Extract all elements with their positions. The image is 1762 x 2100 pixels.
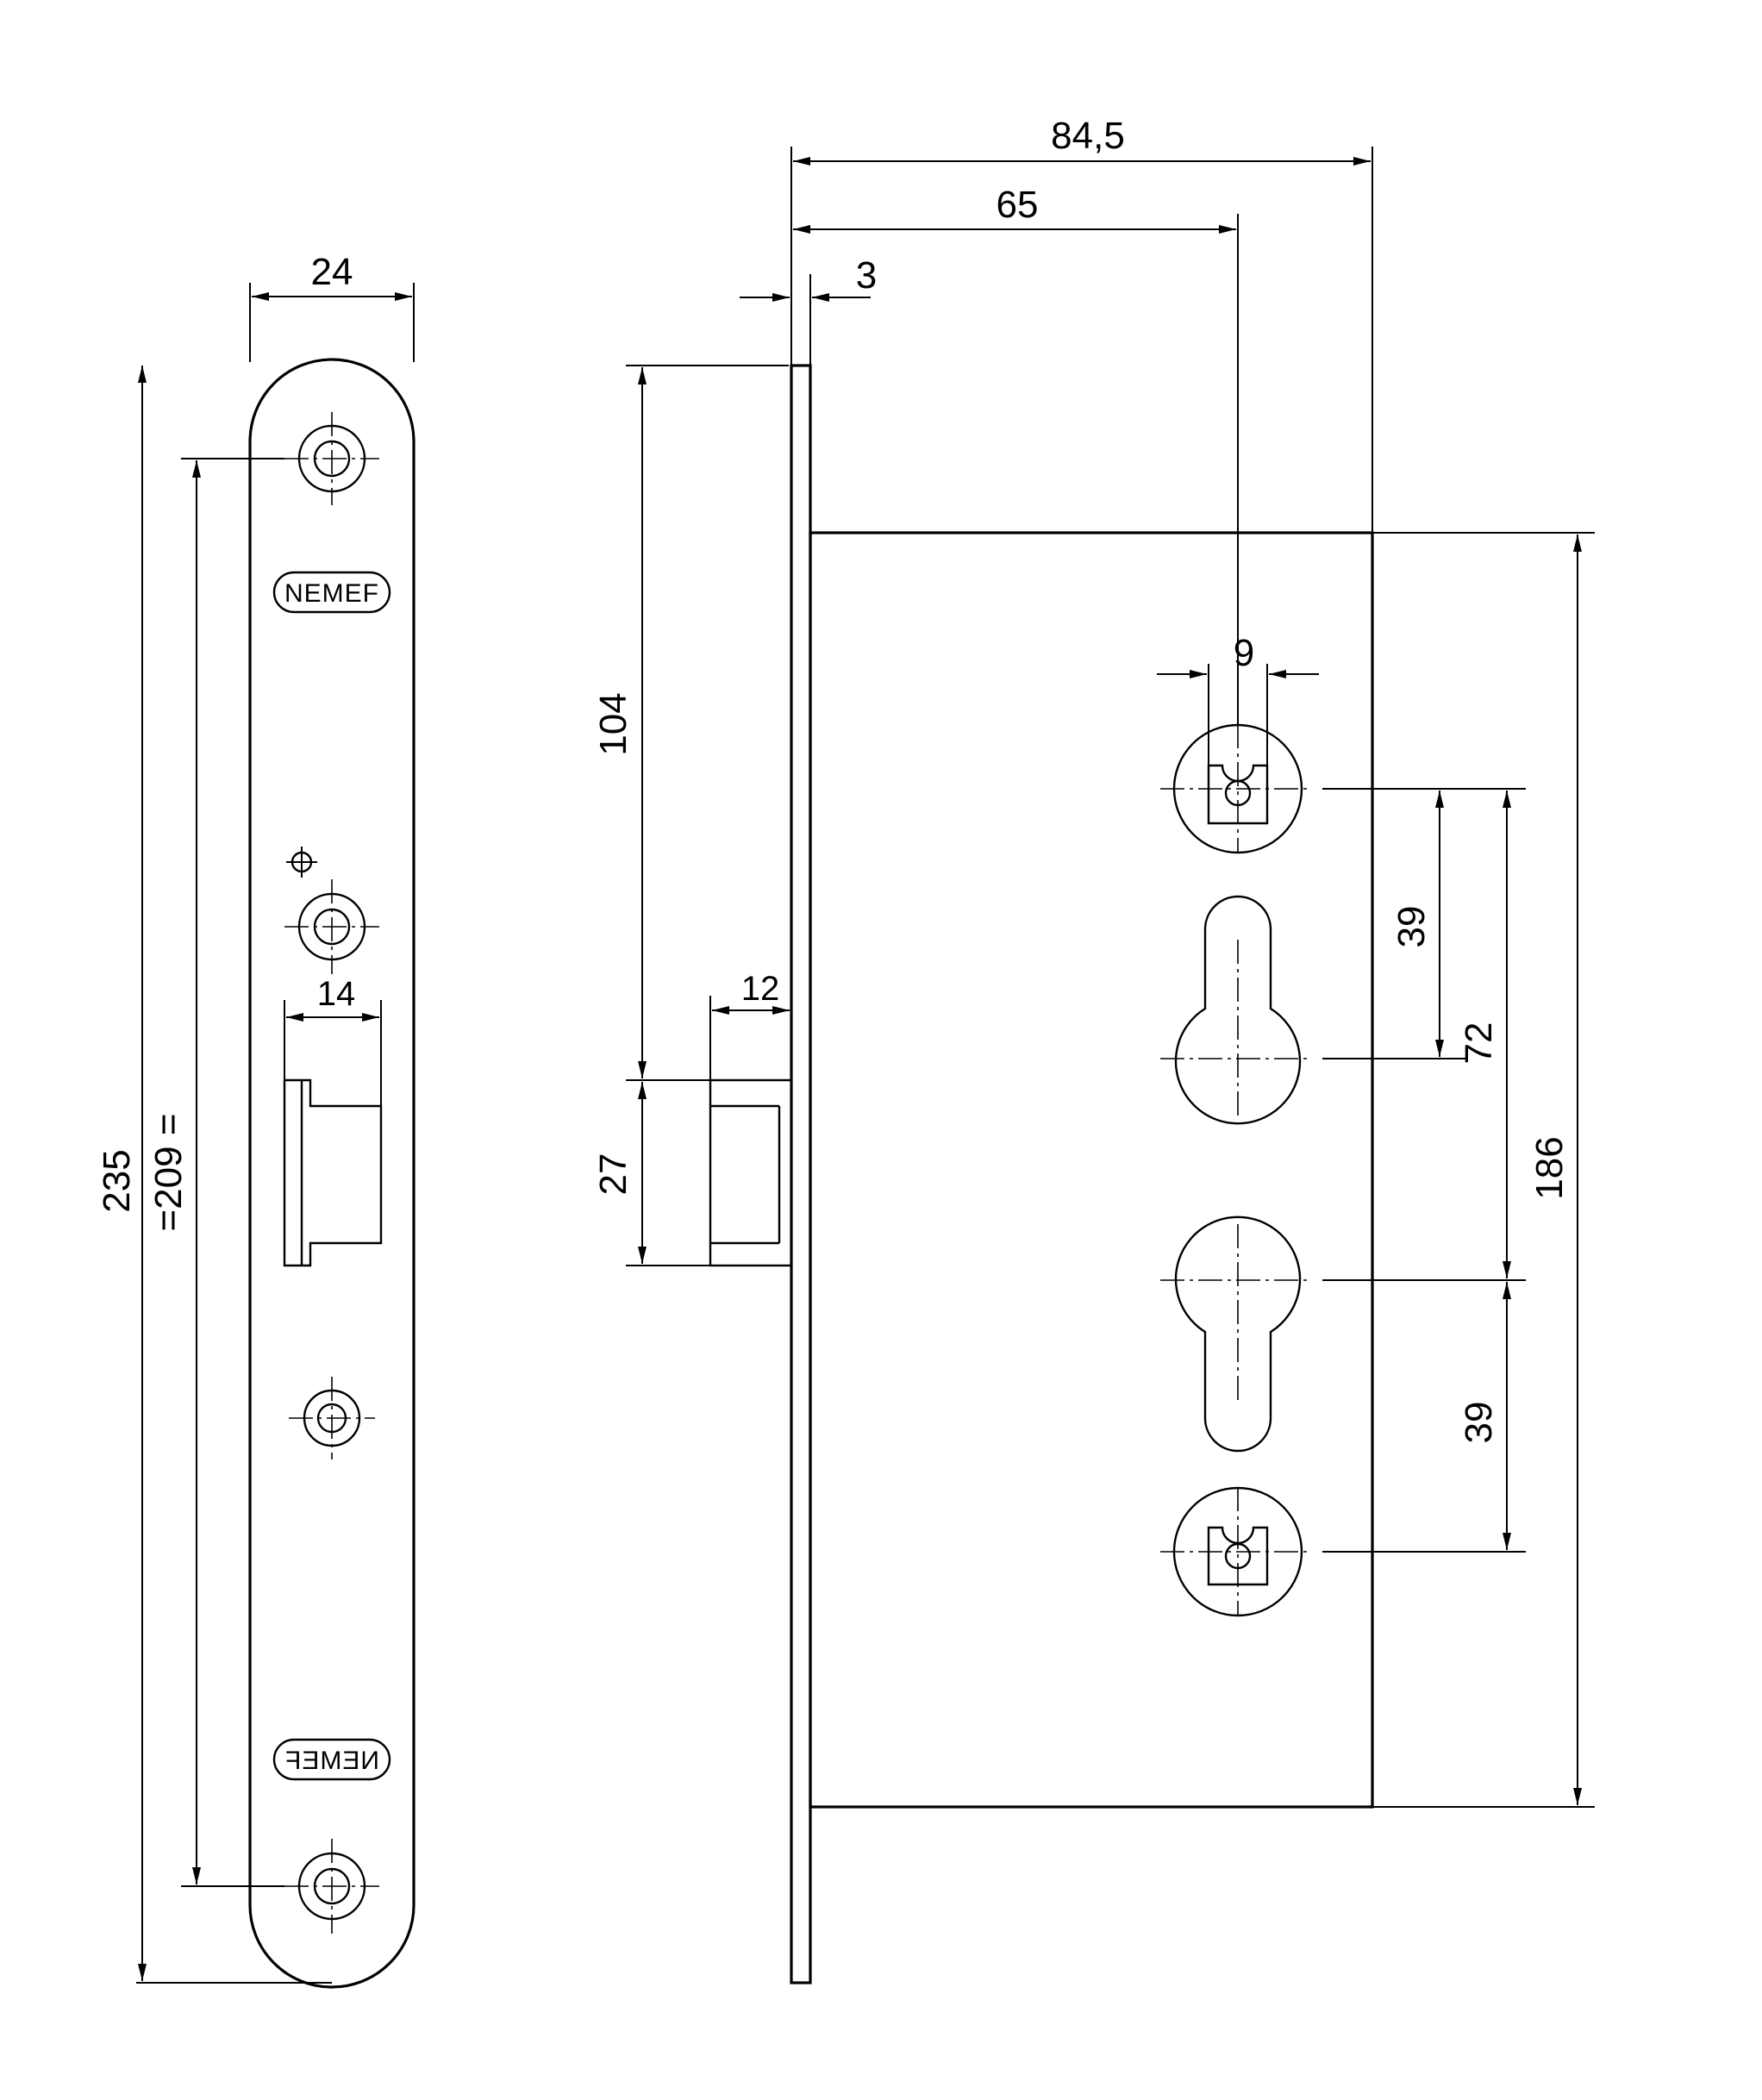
dim-width: 24: [249, 251, 415, 362]
dim-case-height: 186: [1528, 534, 1582, 1805]
dim-latch-width-label: 14: [317, 975, 356, 1013]
dim-spacing-lower-label: 39: [1458, 1402, 1500, 1444]
lower-spindle: [1160, 1486, 1310, 1617]
bottom-screw-hole: [284, 1839, 379, 1934]
dim-latch-width: 14: [284, 975, 382, 1106]
latch-side: [709, 1078, 793, 1267]
dim-screw-spacing-label: =209 =: [147, 1113, 190, 1231]
front-view: NEMEF NEMEF: [96, 251, 416, 1989]
dim-faceplate-thickness-label: 3: [856, 254, 877, 297]
dim-backset-label: 65: [997, 184, 1039, 226]
dim-width-label: 24: [311, 251, 353, 293]
faceplate-outline: [248, 358, 416, 1989]
faceplate-side: [790, 364, 812, 1984]
upper-spindle: [1160, 723, 1310, 854]
dim-spacing-lower: 39: [1458, 1282, 1511, 1550]
dim-backset-total-label: 84,5: [1051, 115, 1125, 157]
dim-spindle-width-label: 9: [1234, 632, 1254, 674]
dim-backset-total: 84,5: [790, 115, 1373, 533]
dim-latch-height-label: 27: [592, 1153, 634, 1196]
dim-total-height-label: 235: [96, 1149, 138, 1212]
lock-case: [809, 531, 1374, 1809]
dim-total-height: 235: [96, 366, 332, 1984]
middle-screw-hole: [284, 879, 379, 974]
dim-latch-position-label: 104: [592, 692, 634, 755]
dim-latch-height: 27: [592, 1082, 710, 1266]
dim-faceplate-thickness: 3: [740, 254, 877, 366]
position-mark-icon: [286, 847, 317, 878]
dim-spacing-upper: 39: [1390, 791, 1444, 1057]
brand-label-top: NEMEF: [284, 579, 379, 608]
dim-latch-projection: 12: [709, 970, 790, 1080]
dim-backset: 65: [793, 184, 1239, 724]
dim-spacing-center-label: 72: [1458, 1022, 1500, 1065]
dim-latch-position: 104: [592, 365, 789, 1081]
side-view: 84,5 65 3 104 27: [592, 115, 1595, 1984]
dim-case-height-label: 186: [1528, 1136, 1571, 1199]
dim-spindle-width: 9: [1157, 632, 1319, 766]
dim-spacing-center: 72: [1458, 791, 1511, 1278]
dim-screw-spacing: =209 =: [147, 458, 284, 1887]
lower-cylinder-hole: [1174, 1216, 1302, 1453]
latch-opening: [283, 1078, 383, 1267]
brand-badge-bottom: NEMEF: [272, 1738, 391, 1781]
dim-latch-projection-label: 12: [741, 970, 780, 1008]
dim-spacing-upper-label: 39: [1390, 906, 1433, 948]
lower-screw-hole: [289, 1377, 375, 1459]
top-screw-hole: [284, 412, 379, 505]
brand-badge-top: NEMEF: [272, 571, 391, 614]
brand-label-bottom: NEMEF: [284, 1747, 379, 1775]
upper-cylinder-hole: [1174, 895, 1302, 1125]
